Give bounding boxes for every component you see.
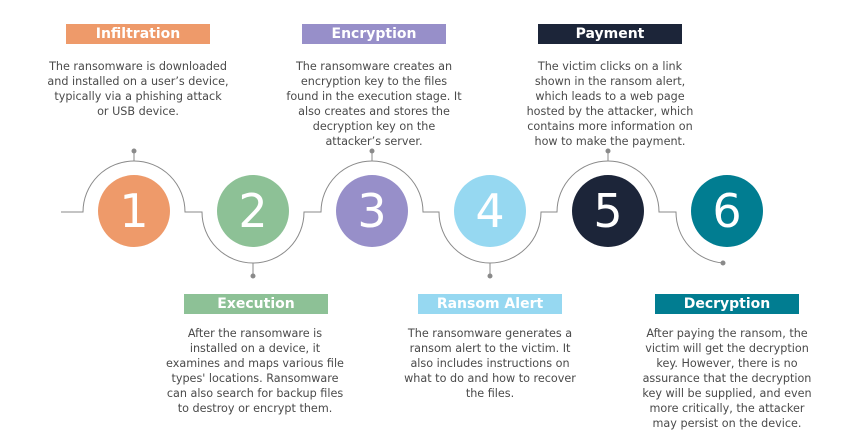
step-title-infiltration: Infiltration (66, 24, 210, 44)
description-line: After the ransomware is (187, 327, 323, 340)
description-line: may persist on the device. (652, 417, 802, 430)
step-circle-6: 6 (691, 175, 763, 247)
description-line: The ransomware is downloaded (49, 60, 227, 73)
step-description-infiltration: The ransomware is downloaded and install… (28, 59, 248, 119)
description-line: which leads to a web page (535, 90, 685, 103)
description-line: can also search for backup files (166, 387, 344, 400)
description-line: attacker’s server. (325, 135, 423, 148)
step-description-decryption: After paying the ransom, the victim will… (617, 326, 837, 431)
step-title-encryption: Encryption (302, 24, 446, 44)
svg-text:6: 6 (712, 184, 741, 238)
svg-text:1: 1 (119, 184, 148, 238)
svg-text:5: 5 (593, 184, 622, 238)
description-line: shown in the ransom alert, (534, 75, 686, 88)
description-line: key will be supplied, and even (642, 387, 812, 400)
description-line: The ransomware generates a (407, 327, 573, 340)
description-line: installed on a device, it (189, 342, 321, 355)
step-circle-4: 4 (454, 175, 526, 247)
description-line: assurance that the decryption (642, 372, 812, 385)
connector-dot-3 (369, 148, 375, 154)
step-title-decryption: Decryption (655, 294, 799, 314)
description-line: what to do and how to recover (404, 372, 576, 385)
svg-text:3: 3 (357, 184, 386, 238)
step-circle-5: 5 (572, 175, 644, 247)
connector-dot-6 (720, 260, 726, 266)
step-title-execution: Execution (184, 294, 328, 314)
description-line: how to make the payment. (534, 135, 686, 148)
description-line: found in the execution stage. It (286, 90, 462, 103)
description-line: victim will get the decryption (645, 342, 809, 355)
svg-text:2: 2 (238, 184, 267, 238)
description-line: The victim clicks on a link (537, 60, 683, 73)
description-line: encryption key to the files (300, 75, 448, 88)
step-circle-3: 3 (336, 175, 408, 247)
step-title-payment: Payment (538, 24, 682, 44)
step-description-execution: After the ransomware is installed on a d… (145, 326, 365, 416)
description-line: typically via a phishing attack (54, 90, 222, 103)
description-line: types' locations. Ransomware (171, 372, 339, 385)
description-line: and installed on a user’s device, (47, 75, 229, 88)
step-circle-1: 1 (98, 175, 170, 247)
step-circle-2: 2 (217, 175, 289, 247)
connector-dot-2 (250, 273, 256, 279)
description-line: The ransomware creates an (295, 60, 453, 73)
description-line: key. However, there is no (656, 357, 798, 370)
connector-dot-5 (605, 148, 611, 154)
description-line: or USB device. (97, 105, 179, 118)
timeline-connector-line (61, 160, 724, 264)
description-line: decryption key on the (312, 120, 436, 133)
description-line: After paying the ransom, the (646, 327, 808, 340)
description-line: examines and maps various file (166, 357, 344, 370)
connector-dot-1 (131, 148, 137, 154)
description-line: also includes instructions on (410, 357, 570, 370)
description-line: also creates and stores the (298, 105, 450, 118)
description-line: ransom alert to the victim. It (409, 342, 571, 355)
description-line: to destroy or encrypt them. (177, 402, 333, 415)
connector-dot-4 (487, 273, 493, 279)
step-description-encryption: The ransomware creates an encryption key… (264, 59, 484, 149)
step-description-ransom-alert: The ransomware generates a ransom alert … (380, 326, 600, 401)
step-title-ransom-alert: Ransom Alert (418, 294, 562, 314)
description-line: the files. (465, 387, 515, 400)
step-description-payment: The victim clicks on a link shown in the… (500, 59, 720, 149)
svg-text:4: 4 (475, 184, 504, 238)
description-line: hosted by the attacker, which (526, 105, 694, 118)
description-line: contains more information on (527, 120, 693, 133)
description-line: more critically, the attacker (649, 402, 805, 415)
